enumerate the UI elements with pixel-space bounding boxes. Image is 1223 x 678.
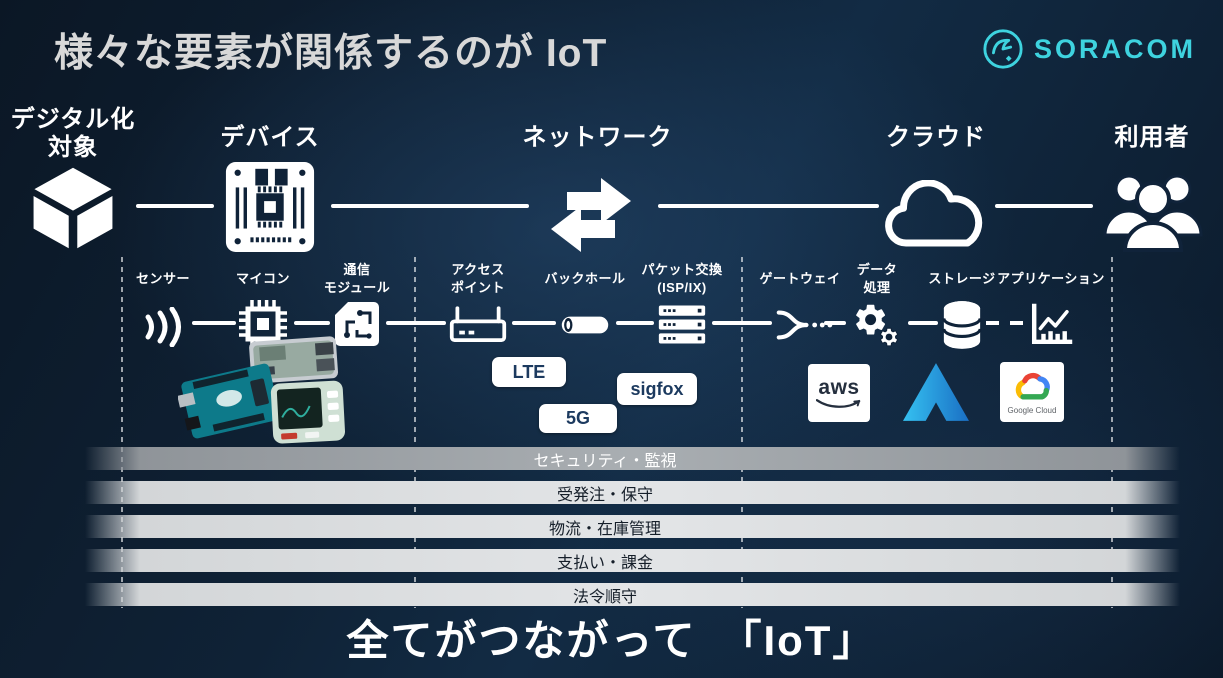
sensor-waves-icon [145, 307, 181, 347]
packet-switch-icon [658, 305, 706, 344]
connector-line-dashed [986, 321, 1026, 325]
badge-5g: 5G [539, 404, 617, 433]
comp-label-mcu: マイコン [235, 271, 290, 287]
google-cloud-caption: Google Cloud [1007, 405, 1057, 415]
google-cloud-logo: Google Cloud [1000, 362, 1064, 422]
brand-name: SORACOM [1034, 33, 1196, 64]
transfer-arrows-icon [551, 178, 631, 252]
connector-line [908, 321, 938, 325]
badge-lte: LTE [492, 357, 566, 387]
connector-line [995, 204, 1093, 208]
section-divider-dashed [121, 257, 123, 608]
google-cloud-icon [1015, 372, 1050, 400]
raspberry-pi-image [249, 336, 339, 384]
connector-line [512, 321, 556, 325]
chart-icon [1031, 303, 1073, 345]
gears-icon [856, 304, 899, 347]
cloud-icon [885, 180, 983, 247]
badge-sigfox: sigfox [617, 373, 697, 405]
comm-module-icon [335, 302, 379, 346]
comp-label-application: アプリケーション [997, 271, 1105, 287]
comp-label-data-processing: データ処理 [856, 262, 898, 295]
m5-device-image [270, 380, 346, 444]
layer-bar-security: セキュリティ・監視 [85, 447, 1180, 470]
connector-line [386, 321, 446, 325]
connector-line [712, 321, 772, 325]
stage-label-device: デバイス [220, 124, 320, 151]
comp-label-access-point: アクセスポイント [450, 262, 505, 295]
soracom-logo-icon [983, 29, 1023, 69]
access-point-icon [449, 306, 507, 342]
stage-label-user: 利用者 [1114, 124, 1190, 151]
backhaul-icon [561, 316, 609, 334]
gateway-icon [776, 310, 833, 340]
circuit-board-icon [225, 161, 315, 253]
users-icon [1103, 174, 1203, 252]
database-icon [942, 301, 982, 349]
section-divider-dashed [414, 257, 416, 608]
connector-line [136, 204, 214, 208]
connector-line [616, 321, 654, 325]
comp-label-storage: ストレージ [928, 271, 996, 287]
layer-bar-logistics: 物流・在庫管理 [85, 515, 1180, 538]
stage-label-digital-target: デジタル化 対象 [10, 106, 136, 162]
comp-label-sensor: センサー [135, 271, 190, 287]
comp-label-packet-switch: パケット交換(ISP/IX) [641, 262, 723, 295]
stage-label-cloud: クラウド [886, 124, 986, 151]
azure-logo [903, 363, 969, 421]
aws-logo: aws [808, 364, 870, 422]
arduino-board-image [178, 363, 281, 439]
layer-bar-compliance: 法令順守 [85, 583, 1180, 606]
page-title: 様々な要素が関係するのが IoT [54, 32, 608, 75]
connector-line [331, 204, 529, 208]
connector-line [294, 321, 330, 325]
layer-bar-billing: 支払い・課金 [85, 549, 1180, 572]
comp-label-comm-module: 通信モジュール [323, 262, 391, 295]
connector-line [192, 321, 236, 325]
soracom-logo: SORACOM [982, 28, 1196, 70]
footer-title: 全てがつながって 「IoT」 [346, 617, 877, 664]
comp-label-backhaul: バックホール [544, 271, 626, 287]
cube-icon [33, 167, 113, 249]
section-divider-dashed [1111, 257, 1113, 608]
layer-bar-ordering: 受発注・保守 [85, 481, 1180, 504]
connector-line [824, 321, 846, 325]
aws-smile-icon [816, 398, 861, 408]
connector-line [658, 204, 879, 208]
section-divider-dashed [741, 257, 743, 608]
stage-label-network: ネットワーク [522, 124, 673, 151]
comp-label-gateway: ゲートウェイ [759, 271, 841, 287]
